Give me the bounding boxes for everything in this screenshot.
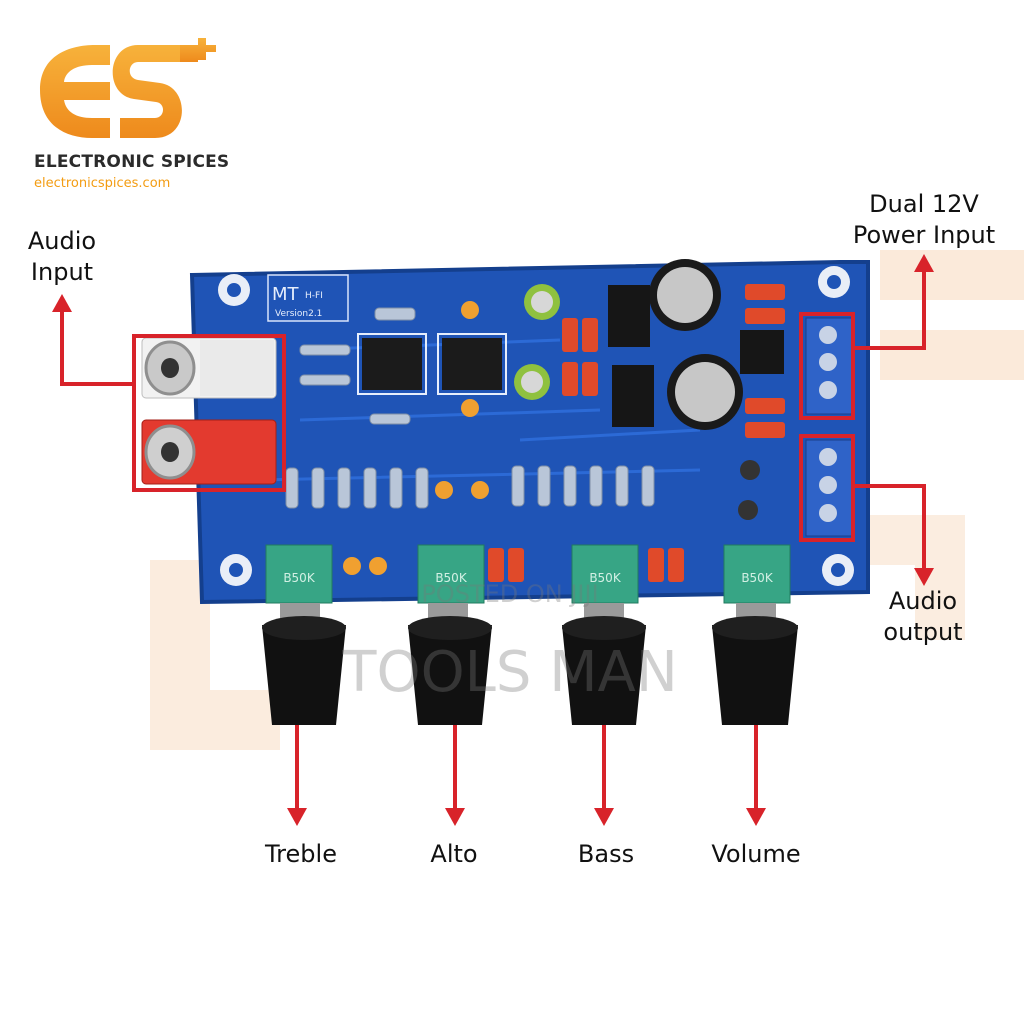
rca-input-jacks xyxy=(141,337,277,485)
watermark-line2: TOOLS MAN xyxy=(342,640,678,705)
board-version: Version2.1 xyxy=(275,309,322,319)
audio-output-line1: Audio xyxy=(888,587,958,615)
arrow-heads xyxy=(52,254,934,826)
knob-bass xyxy=(562,603,646,725)
pot-label-bass: B50K xyxy=(589,571,622,585)
power-input-line2: Power Input xyxy=(852,221,996,249)
audio-input-line1: Audio xyxy=(27,227,97,255)
electrolytic-capacitors xyxy=(514,259,743,430)
knob-label-volume: Volume xyxy=(711,840,801,868)
watermark-line1: POSTED ON JIJI xyxy=(421,580,599,608)
knob-label-bass: Bass xyxy=(577,840,635,868)
knob-treble xyxy=(262,603,346,725)
op-amp-chips xyxy=(357,333,507,395)
resistor-row xyxy=(285,307,655,509)
pot-label-alto: B50K xyxy=(435,571,468,585)
board-subtitle: H-FI xyxy=(305,291,323,301)
ceramic-capacitors xyxy=(343,301,489,575)
audio-input-label: Audio Input xyxy=(10,226,114,288)
pot-label-treble: B50K xyxy=(283,571,316,585)
brand-url: electronicspices.com xyxy=(34,176,171,191)
brand-name: ELECTRONIC SPICES xyxy=(34,152,230,172)
pot-label-volume: B50K xyxy=(741,571,774,585)
knob-label-treble: Treble xyxy=(265,840,337,868)
knob-alto xyxy=(408,603,492,725)
brand-logo xyxy=(40,38,216,138)
potentiometer-bodies: B50K B50K B50K B50K xyxy=(265,544,791,604)
callout-arrows xyxy=(60,270,926,810)
audio-output-line2: output xyxy=(883,618,963,646)
power-input-line1: Dual 12V xyxy=(869,190,979,218)
audio-input-line2: Input xyxy=(30,258,94,286)
voltage-regulators xyxy=(608,285,784,427)
audio-output-label: Audio output xyxy=(864,586,982,648)
board-title: MT xyxy=(272,284,300,305)
knob-label-alto: Alto xyxy=(430,840,478,868)
power-input-label: Dual 12V Power Input xyxy=(834,189,1014,251)
screw-terminals xyxy=(738,317,853,537)
pcb: MT H-FI Version2.1 xyxy=(189,260,870,605)
film-capacitors xyxy=(488,284,785,582)
knob-volume xyxy=(712,603,798,725)
